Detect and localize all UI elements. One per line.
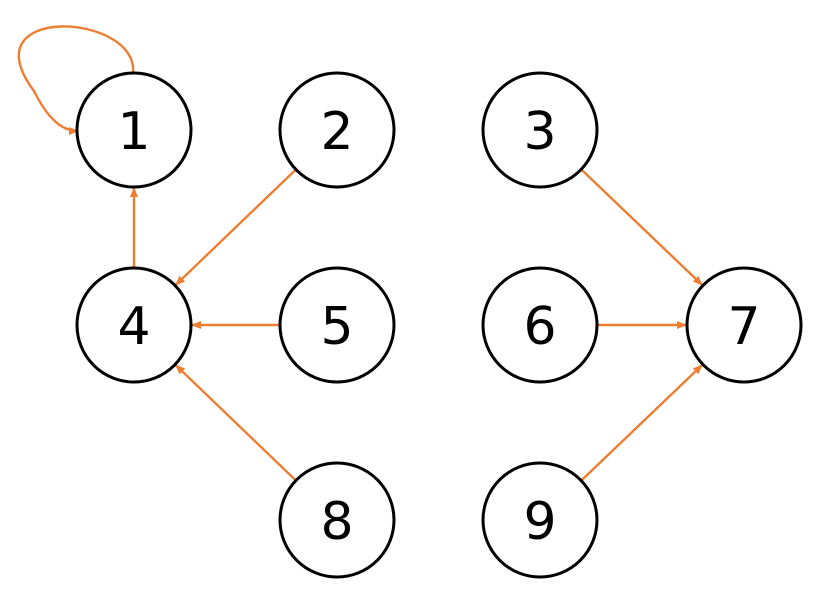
node-1: 1: [75, 71, 193, 189]
node-6-circle: [481, 266, 599, 384]
node-7: 7: [685, 266, 803, 384]
node-4-label: 4: [117, 297, 150, 357]
node-2: 2: [278, 71, 396, 189]
node-7-circle: [685, 266, 803, 384]
node-5: 5: [278, 266, 396, 384]
node-8-circle: [278, 461, 396, 579]
edge-3-to-7: [580, 168, 703, 286]
node-1-circle: [75, 71, 193, 189]
node-2-label: 2: [320, 102, 353, 162]
node-3: 3: [481, 71, 599, 189]
node-2-circle: [278, 71, 396, 189]
node-6-label: 6: [523, 297, 556, 357]
edge-8-to-4: [174, 364, 297, 482]
node-8-label: 8: [320, 492, 353, 552]
node-6: 6: [481, 266, 599, 384]
node-7-label: 7: [727, 297, 760, 357]
node-1-label: 1: [117, 102, 150, 162]
node-9: 9: [481, 461, 599, 579]
edges-layer: [17, 25, 703, 482]
edge-2-to-4: [174, 168, 297, 286]
node-9-circle: [481, 461, 599, 579]
edge-1-to-1: [17, 25, 135, 135]
node-3-label: 3: [523, 102, 556, 162]
nodes-layer: 1 2 3 4 5 6 7 8 9: [75, 71, 803, 579]
node-3-circle: [481, 71, 599, 189]
node-9-label: 9: [523, 492, 556, 552]
node-4: 4: [75, 266, 193, 384]
node-8: 8: [278, 461, 396, 579]
node-5-circle: [278, 266, 396, 384]
edge-9-to-7: [580, 364, 703, 482]
node-5-label: 5: [320, 297, 353, 357]
node-4-circle: [75, 266, 193, 384]
